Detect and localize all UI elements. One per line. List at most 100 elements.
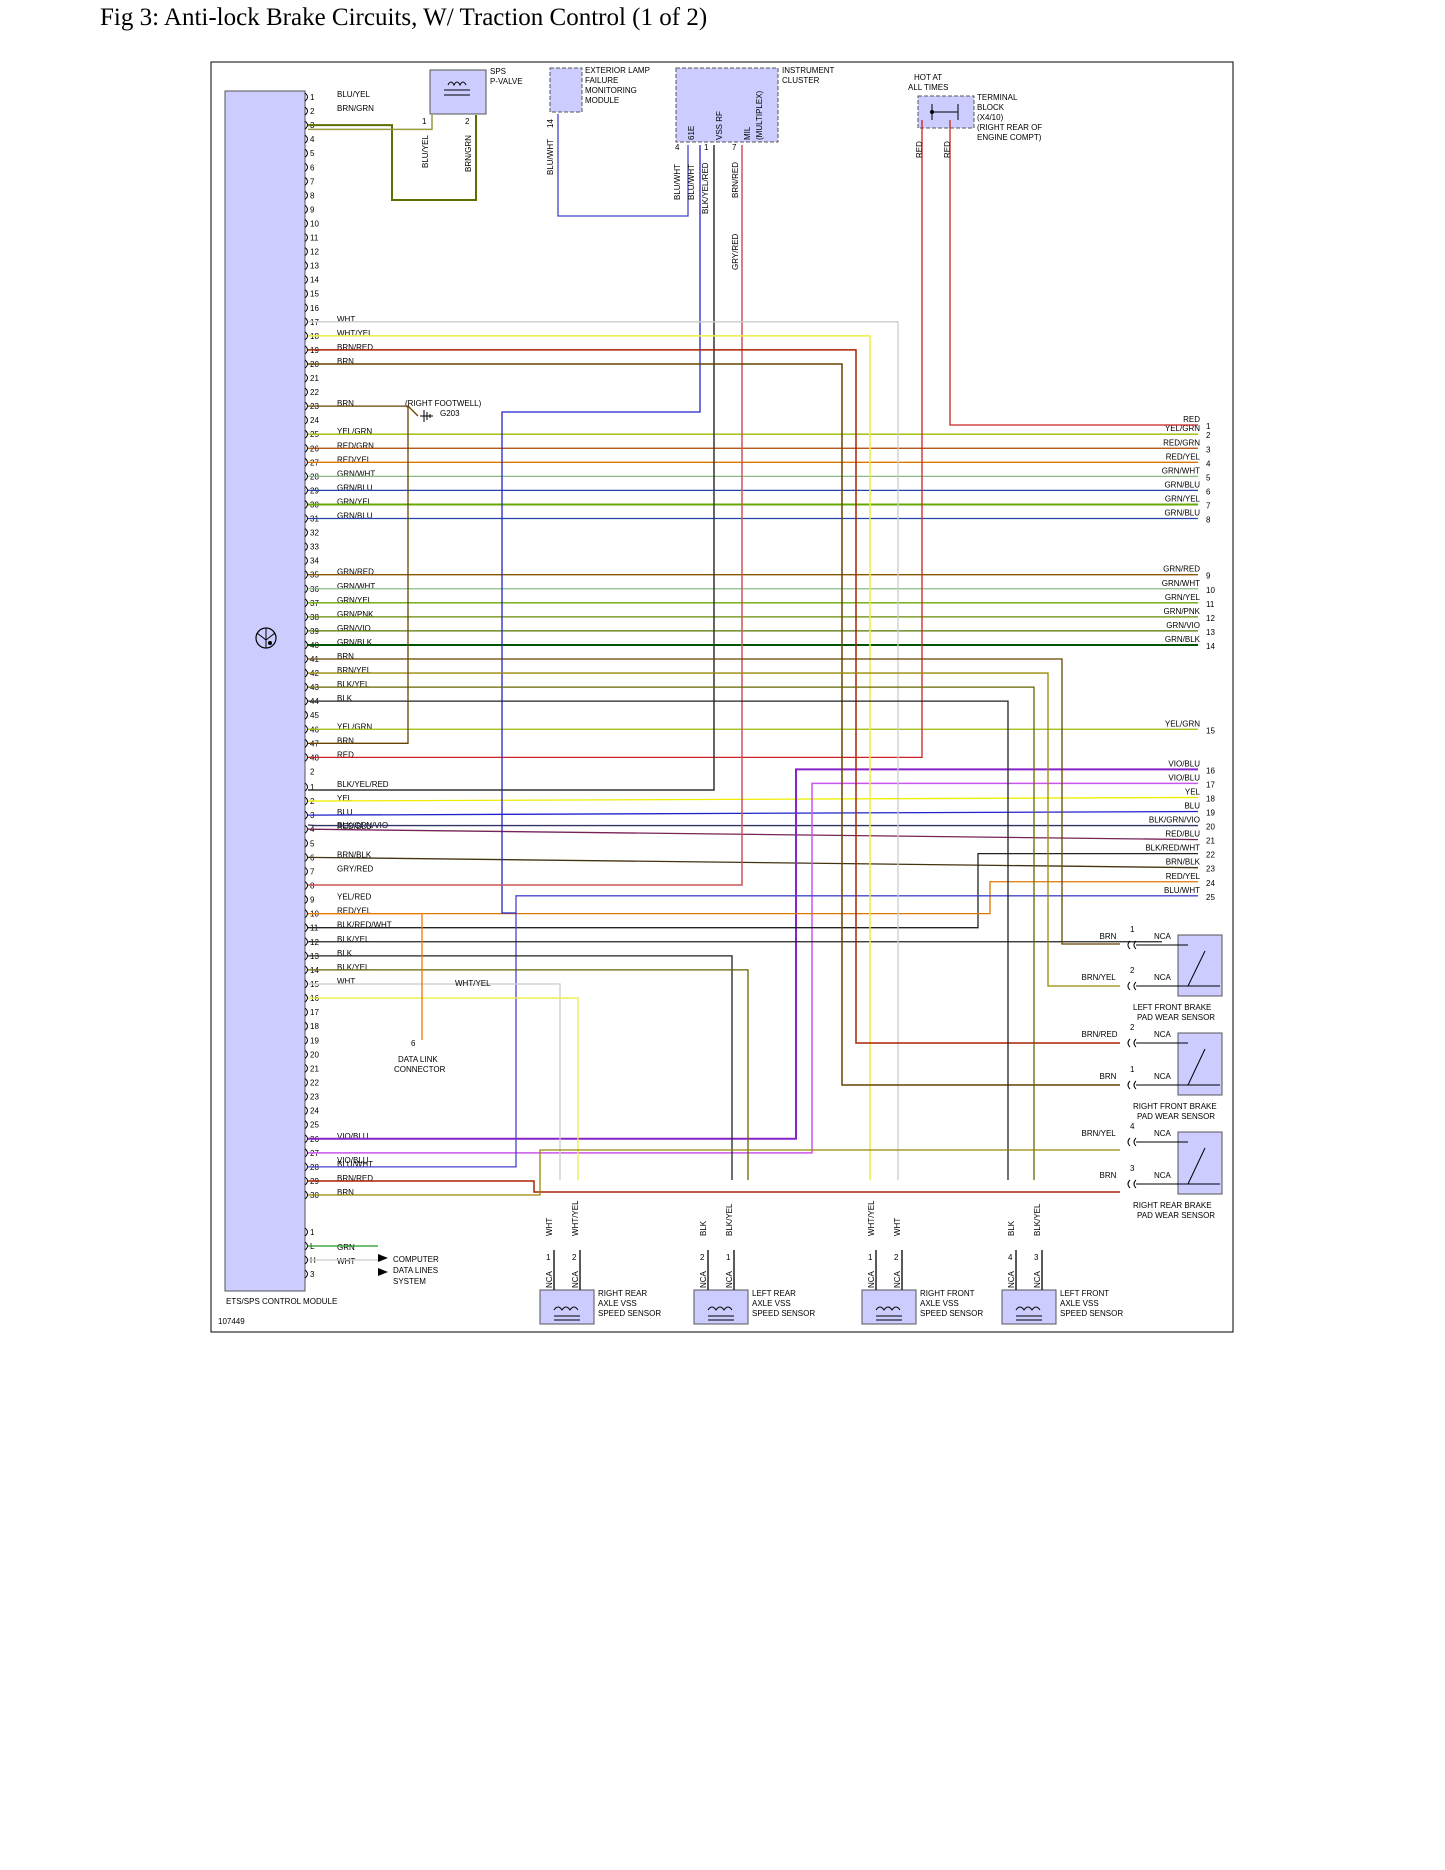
pin-number: 1 bbox=[310, 783, 315, 792]
pin-number: 3 bbox=[1034, 1253, 1039, 1262]
pin-stub bbox=[304, 162, 308, 172]
coil-icon bbox=[875, 1306, 902, 1321]
wire-label: BLK/YEL bbox=[725, 1203, 734, 1236]
wire-blu bbox=[307, 810, 1199, 816]
wire-label: GRN/YEL bbox=[337, 497, 373, 506]
pad-sensor-label: LEFT FRONT BRAKE bbox=[1133, 1003, 1211, 1012]
pin-number: 20 bbox=[310, 1050, 319, 1059]
wire-red-yel bbox=[308, 881, 1198, 915]
wire-label: YEL/GRN bbox=[337, 722, 372, 731]
right-pin-number: 13 bbox=[1206, 628, 1215, 637]
pin-stub bbox=[304, 1255, 308, 1265]
wire-brn-grn bbox=[308, 115, 477, 201]
pin-number: 5 bbox=[310, 839, 315, 848]
right-wire-label: RED/BLU bbox=[1165, 830, 1200, 839]
speed-sensor-label: SPEED SENSOR bbox=[1060, 1309, 1123, 1318]
pin-stub bbox=[304, 528, 308, 537]
wire-wht bbox=[308, 983, 561, 1180]
pin-stub bbox=[304, 852, 308, 862]
pin-number: 4 bbox=[1008, 1253, 1013, 1262]
wire-wht-yel bbox=[308, 997, 579, 1180]
svg-text:P-VALVE: P-VALVE bbox=[490, 77, 523, 86]
pin-number: 22 bbox=[310, 1078, 319, 1087]
pin-number: 2 bbox=[310, 107, 315, 116]
pin-number: 2 bbox=[894, 1253, 899, 1262]
pin-number: 14 bbox=[310, 276, 319, 285]
pin-stub bbox=[304, 612, 308, 622]
pin-stub bbox=[304, 289, 308, 299]
right-wire-label: BLU bbox=[1184, 802, 1200, 811]
pin-number: 4 bbox=[310, 135, 315, 144]
right-wire-label: RED/YEL bbox=[1166, 452, 1201, 461]
right-pin-number: 16 bbox=[1206, 766, 1215, 775]
pin-number: 19 bbox=[310, 1036, 319, 1045]
pin-stub bbox=[304, 752, 308, 762]
pin-number: 1 bbox=[310, 93, 315, 102]
wire-gry-red bbox=[308, 145, 743, 886]
pin-stub bbox=[304, 824, 308, 834]
speed-sensor-label: RIGHT FRONT bbox=[920, 1289, 975, 1298]
wire-label: BLK bbox=[699, 1220, 708, 1236]
svg-text:FAILURE: FAILURE bbox=[585, 76, 618, 85]
wire-brn bbox=[308, 658, 1120, 945]
pad-wire-label: BRN/RED bbox=[1082, 1030, 1118, 1039]
pin-stub bbox=[304, 205, 308, 214]
pin-stub bbox=[304, 838, 308, 848]
right-wire-label: BLK/GRN/VIO bbox=[1149, 816, 1200, 825]
speed-sensor-label: AXLE VSS bbox=[1060, 1299, 1099, 1308]
wire-label: YEL/RED bbox=[337, 893, 371, 902]
wire-label: GRN/YEL bbox=[337, 596, 373, 605]
pin-number: 24 bbox=[310, 416, 319, 425]
right-wire-label: GRN/BLK bbox=[1165, 635, 1201, 644]
speed-sensor-label: AXLE VSS bbox=[598, 1299, 637, 1308]
wire-label: WHT bbox=[545, 1218, 554, 1236]
pin-number: 15 bbox=[310, 290, 319, 299]
pin-number: 4 bbox=[1130, 1122, 1135, 1131]
pin-stub bbox=[304, 881, 308, 890]
wire-brn-yel bbox=[308, 1149, 1120, 1196]
pin-stub bbox=[304, 486, 308, 495]
svg-text:(X4/10): (X4/10) bbox=[977, 113, 1004, 122]
wire-red bbox=[949, 120, 1198, 426]
right-pin-number: 5 bbox=[1206, 473, 1211, 482]
pin-number: 1 bbox=[546, 1253, 551, 1262]
coil-icon bbox=[1015, 1306, 1042, 1321]
pin-stub bbox=[304, 1049, 308, 1059]
wire-vio-blu bbox=[308, 782, 1198, 1154]
pin-stub bbox=[304, 1269, 308, 1279]
pin-stub bbox=[304, 951, 308, 961]
pin-stub bbox=[304, 895, 308, 904]
ground-symbol-icon bbox=[255, 627, 277, 649]
right-pin-number: 4 bbox=[1206, 459, 1211, 468]
wire-label: WHT bbox=[893, 1218, 902, 1236]
pin-stub bbox=[304, 233, 308, 242]
wire-yel-red bbox=[308, 912, 423, 1040]
right-pin-number: 14 bbox=[1206, 642, 1215, 651]
pin-stub bbox=[304, 1035, 308, 1045]
pad-sensor-label: PAD WEAR SENSOR bbox=[1137, 1112, 1215, 1121]
nca-label: NCA bbox=[1154, 932, 1172, 941]
pin-stub bbox=[304, 317, 308, 327]
wire-label: RED bbox=[337, 750, 354, 759]
pin-stub bbox=[304, 1134, 308, 1144]
right-wire-label: RED/GRN bbox=[1163, 438, 1200, 447]
pin-stub bbox=[304, 668, 308, 678]
pin-stub bbox=[304, 979, 308, 989]
right-pin-number: 19 bbox=[1206, 809, 1215, 818]
wire-blk-red-wht bbox=[308, 853, 1198, 929]
wire-label: WHT bbox=[337, 1257, 355, 1266]
wire-label: GRN/PNK bbox=[337, 610, 374, 619]
pin-stub bbox=[304, 303, 308, 313]
ground-icon bbox=[420, 410, 433, 422]
wire-label: WHT/YEL bbox=[867, 1200, 876, 1236]
wire-label: BRN bbox=[337, 652, 354, 661]
right-pin-number: 17 bbox=[1206, 780, 1215, 789]
switch-icon bbox=[1187, 950, 1220, 987]
svg-text:BLOCK: BLOCK bbox=[977, 103, 1005, 112]
pin-stub bbox=[304, 570, 308, 580]
wire-label: WHT/YEL bbox=[455, 979, 491, 988]
svg-text:61E: 61E bbox=[687, 126, 696, 140]
pin-stub bbox=[304, 401, 308, 411]
